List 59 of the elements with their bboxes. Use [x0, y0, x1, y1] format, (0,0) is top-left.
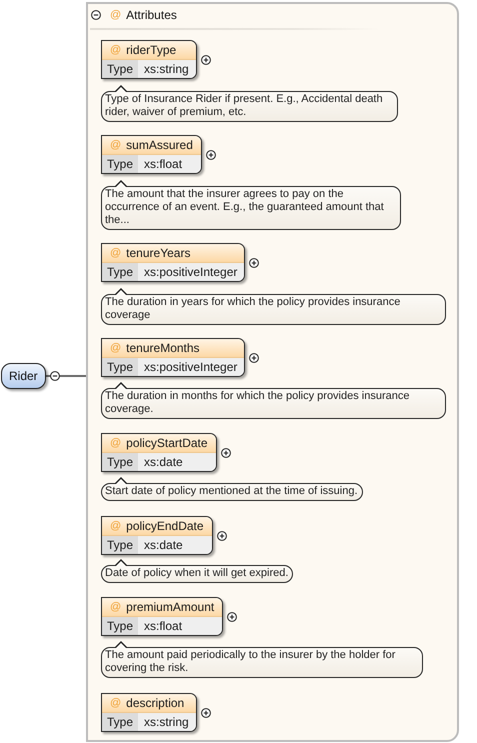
description-callout — [101, 288, 446, 325]
attribute-name: sumAssured — [126, 138, 193, 152]
attribute-name: tenureYears — [126, 246, 190, 260]
attribute-box — [101, 516, 213, 555]
attribute-box — [101, 597, 224, 636]
description-text: The duration in months for which the policy provides insurance coverage. — [105, 390, 410, 416]
type-label: Type — [102, 536, 138, 554]
attribute-box — [101, 135, 202, 174]
attribute-name: description — [126, 696, 184, 710]
attribute-box — [101, 338, 246, 377]
attribute-name: premiumAmount — [126, 600, 214, 614]
type-value: xs:positiveInteger — [138, 358, 244, 376]
attribute-symbol: @ — [110, 43, 122, 57]
attribute-name: tenureMonths — [126, 341, 200, 355]
type-value: xs:float — [138, 155, 201, 173]
description-text: Type of Insurance Rider if present. E.g., Accidental death rider, waiver of premium, etc. — [105, 93, 384, 119]
description-text: Start date of policy mentioned at the time of issuing. — [105, 485, 358, 498]
description-callout — [101, 382, 446, 419]
attribute-symbol: @ — [110, 138, 122, 152]
attributes-panel — [86, 2, 459, 742]
description-text: Date of policy when it will get expired. — [105, 567, 288, 580]
type-value: xs:float — [138, 617, 222, 635]
description-callout — [101, 85, 398, 122]
attribute-symbol: @ — [110, 8, 122, 22]
attribute-box — [101, 40, 197, 79]
type-label: Type — [102, 358, 138, 376]
attribute-symbol: @ — [110, 696, 122, 710]
attribute-box — [101, 693, 197, 732]
type-label: Type — [102, 713, 138, 731]
type-label: Type — [102, 263, 138, 281]
type-label: Type — [102, 453, 138, 471]
element-name: Rider — [9, 369, 38, 383]
group-title: Attributes — [126, 8, 177, 22]
description-text: The amount that the insurer agrees to pay on the occurrence of an event. E.g., the guaranteed amount that the... — [105, 188, 385, 227]
element-pill — [1, 363, 46, 389]
description-callout — [101, 180, 401, 230]
type-value: xs:date — [138, 453, 216, 471]
attribute-name: riderType — [126, 43, 176, 57]
description-callout — [101, 477, 363, 501]
description-text: The duration in years for which the policy provides insurance coverage — [105, 296, 402, 322]
attribute-name: policyEndDate — [126, 519, 204, 533]
attribute-symbol: @ — [110, 600, 122, 614]
type-label: Type — [102, 617, 138, 635]
description-callout — [101, 641, 423, 678]
type-label: Type — [102, 155, 138, 173]
type-value: xs:string — [138, 713, 196, 731]
attribute-box — [101, 433, 217, 472]
type-value: xs:date — [138, 536, 212, 554]
description-callout — [101, 559, 294, 583]
type-label: Type — [102, 60, 138, 78]
attribute-name: policyStartDate — [126, 436, 208, 450]
attribute-symbol: @ — [110, 519, 122, 533]
attribute-symbol: @ — [110, 341, 122, 355]
attribute-box — [101, 243, 246, 282]
attribute-symbol: @ — [110, 246, 122, 260]
attribute-symbol: @ — [110, 436, 122, 450]
type-value: xs:positiveInteger — [138, 263, 244, 281]
type-value: xs:string — [138, 60, 196, 78]
description-text: The amount paid periodically to the insurer by the holder for covering the risk. — [105, 649, 396, 675]
